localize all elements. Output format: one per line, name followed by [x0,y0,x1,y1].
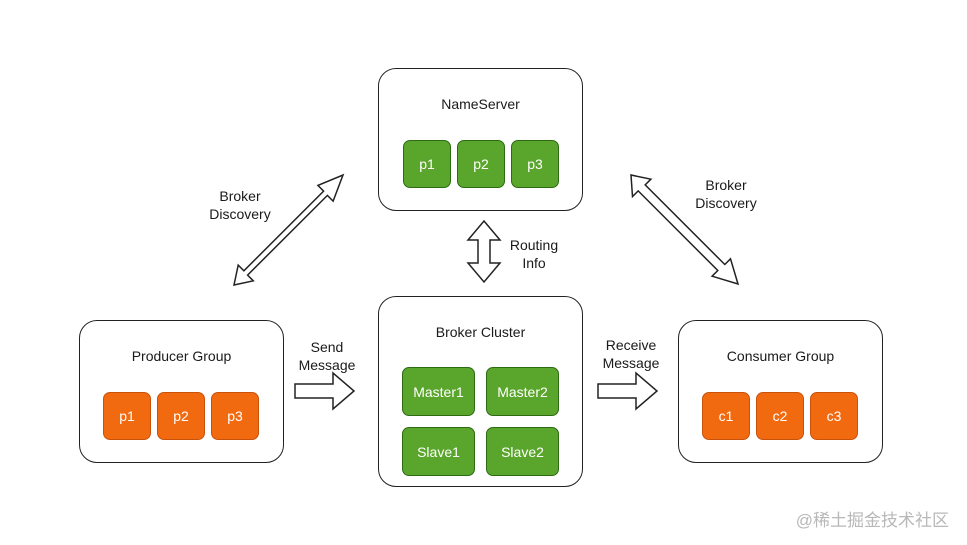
broker-discovery-right-label: Broker Discovery [695,177,757,211]
broker-item-master1: Master1 [402,367,475,416]
nameserver-title: NameServer [441,96,520,112]
nameserver-item-p2: p2 [457,140,505,188]
broker-cluster-title: Broker Cluster [435,324,526,340]
receive-message-arrow [597,371,659,411]
producer-group-box: Producer Group p1 p2 p3 [79,320,284,463]
broker-item-slave2: Slave2 [486,427,559,476]
producer-item-p1: p1 [103,392,151,440]
routing-info-label: Routing Info [509,237,559,271]
watermark: @稀土掘金技术社区 [795,511,949,530]
broker-discovery-left-label: Broker Discovery [209,188,271,222]
producer-group-title: Producer Group [131,348,232,364]
send-message-arrow [294,371,356,411]
broker-discovery-right-arrow [630,174,740,286]
send-message-label: Send Message [298,339,356,373]
consumer-item-c2: c2 [756,392,804,440]
nameserver-box: NameServer p1 p2 p3 [378,68,583,211]
broker-item-master2: Master2 [486,367,559,416]
receive-message-label: Receive Message [602,337,660,371]
producer-item-p2: p2 [157,392,205,440]
producer-item-p3: p3 [211,392,259,440]
nameserver-item-p1: p1 [403,140,451,188]
consumer-item-c1: c1 [702,392,750,440]
consumer-group-title: Consumer Group [726,348,835,364]
routing-info-arrow [466,219,502,284]
consumer-group-box: Consumer Group c1 c2 c3 [678,320,883,463]
nameserver-item-p3: p3 [511,140,559,188]
broker-item-slave1: Slave1 [402,427,475,476]
consumer-item-c3: c3 [810,392,858,440]
broker-cluster-box: Broker Cluster Master1 Master2 Slave1 Sl… [378,296,583,487]
broker-discovery-left-arrow [233,173,345,286]
